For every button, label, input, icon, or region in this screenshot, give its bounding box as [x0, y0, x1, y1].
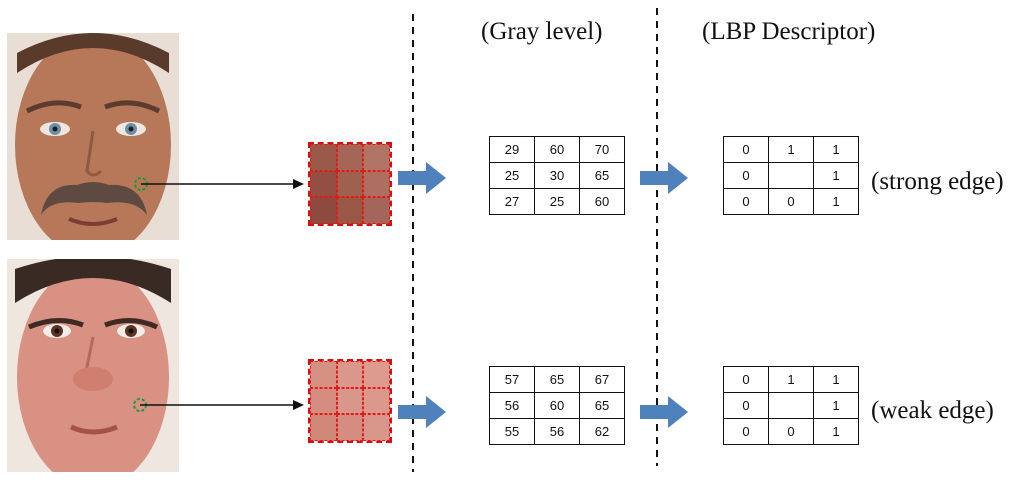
lbp-cell: 1	[768, 136, 814, 163]
lbp-cell: 0	[723, 162, 769, 189]
weak-edge-label: (weak edge)	[871, 397, 994, 424]
gray-cell: 25	[489, 162, 535, 189]
gray-cell: 70	[579, 136, 625, 163]
lbp-cell: 1	[813, 418, 859, 445]
lbp-cell: 1	[813, 136, 859, 163]
face-photo-bottom	[7, 259, 179, 472]
pointer-arrowhead-top	[293, 179, 304, 189]
lbp-cell: 1	[768, 366, 814, 393]
patch-pixel	[310, 144, 337, 171]
lbp-cell: 1	[813, 366, 859, 393]
patch-pixel	[310, 197, 337, 224]
patch-pixel	[363, 387, 390, 415]
lbp-cell: 0	[723, 392, 769, 419]
gray-cell: 65	[534, 366, 580, 393]
lbp-cell: 0	[723, 418, 769, 445]
gray-cell: 60	[579, 188, 625, 215]
block-arrow-icon-3	[398, 396, 446, 428]
lbp-cell: 0	[723, 188, 769, 215]
gray-cell: 62	[579, 418, 625, 445]
gray-level-header: (Gray level)	[481, 18, 603, 45]
patch-pixel	[363, 361, 390, 388]
patch-pixel	[363, 414, 390, 441]
patch-pixel	[310, 170, 337, 198]
block-arrow-icon-2	[640, 162, 688, 194]
lbp-cell: 1	[813, 188, 859, 215]
lbp-cell: 0	[723, 136, 769, 163]
patch-pixel	[336, 144, 364, 171]
lbp-descriptor-header: (LBP Descriptor)	[702, 18, 876, 45]
lbp-cell: 1	[813, 162, 859, 189]
patch-pixel	[336, 414, 364, 441]
gray-cell: 55	[489, 418, 535, 445]
face-photo-top	[7, 33, 179, 240]
gray-cell: 30	[534, 162, 580, 189]
pixel-patch-strong	[308, 142, 392, 226]
gray-cell: 65	[579, 162, 625, 189]
patch-pixel	[363, 197, 390, 224]
patch-pixel	[363, 144, 390, 171]
block-arrow-icon-4	[640, 396, 688, 428]
block-arrow-icon-1	[398, 162, 446, 194]
strong-edge-label: (strong edge)	[871, 168, 1004, 195]
gray-cell: 65	[579, 392, 625, 419]
gray-cell: 67	[579, 366, 625, 393]
patch-pixel	[336, 197, 364, 224]
gray-cell: 60	[534, 136, 580, 163]
patch-pixel	[310, 414, 337, 441]
gray-cell: 29	[489, 136, 535, 163]
gray-cell: 60	[534, 392, 580, 419]
lbp-cell: 1	[813, 392, 859, 419]
gray-cell: 56	[489, 392, 535, 419]
gray-cell: 56	[534, 418, 580, 445]
lbp-cell: 0	[723, 366, 769, 393]
lbp-cell: 0	[768, 418, 814, 445]
patch-pixel	[336, 170, 364, 198]
patch-pixel	[363, 170, 390, 198]
patch-pixel	[336, 387, 364, 415]
patch-pixel	[310, 387, 337, 415]
pixel-patch-weak	[308, 359, 392, 443]
patch-pixel	[336, 361, 364, 388]
gray-cell: 57	[489, 366, 535, 393]
lbp-cell	[768, 162, 814, 189]
gray-cell: 27	[489, 188, 535, 215]
pointer-arrowhead-bottom	[293, 400, 304, 410]
lbp-cell	[768, 392, 814, 419]
patch-pixel	[310, 361, 337, 388]
lbp-cell: 0	[768, 188, 814, 215]
gray-cell: 25	[534, 188, 580, 215]
